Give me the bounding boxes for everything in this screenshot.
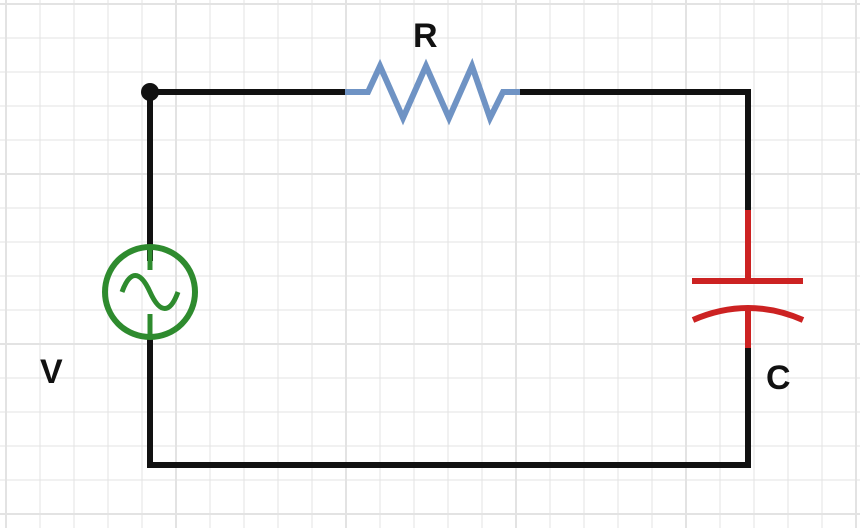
sine-wave-icon xyxy=(119,273,181,311)
capacitor-label: C xyxy=(766,359,791,397)
ac-source-symbol xyxy=(102,244,198,340)
capacitor-symbol xyxy=(691,210,805,348)
source-label: V xyxy=(40,353,63,391)
ac-source-circle xyxy=(102,244,198,340)
junction-node xyxy=(141,83,159,101)
wires xyxy=(147,89,751,468)
resistor-label: R xyxy=(413,17,438,55)
resistor-symbol xyxy=(345,57,520,126)
